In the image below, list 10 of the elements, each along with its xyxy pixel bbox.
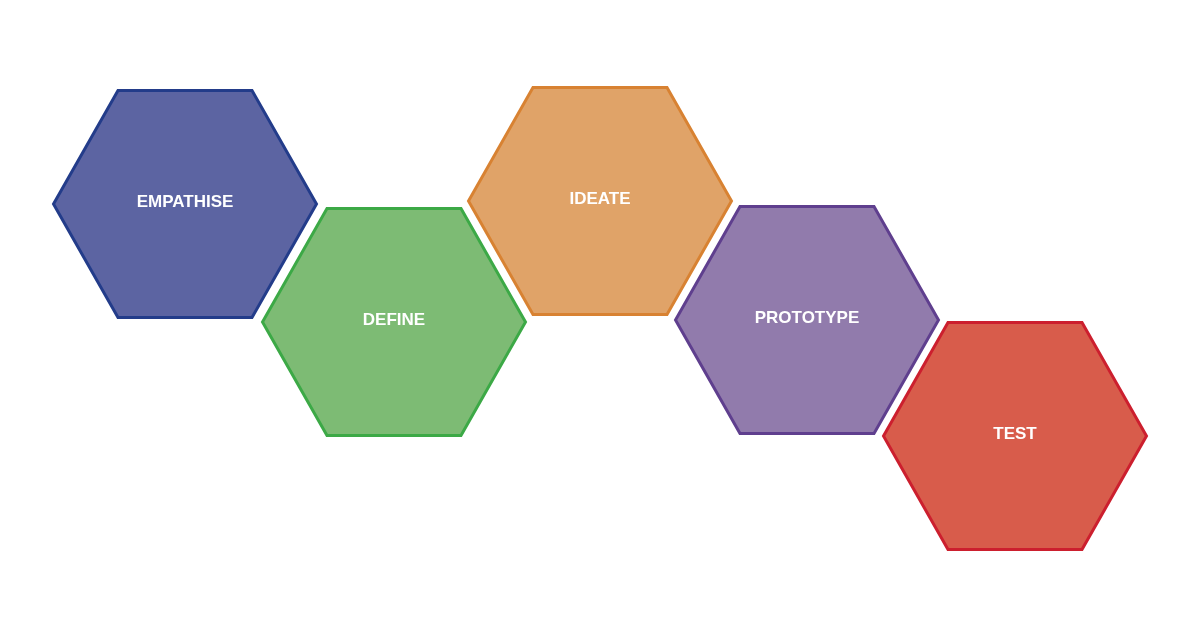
stage-label: TEST — [993, 424, 1037, 444]
hexagon-shape — [882, 321, 1148, 551]
hexagon-shape — [261, 207, 527, 437]
stage-label: IDEATE — [569, 189, 631, 209]
stage-label: DEFINE — [362, 310, 426, 330]
stage-label: EMPATHISE — [136, 192, 234, 212]
hexagon-shape — [467, 86, 733, 316]
stage-label: PROTOTYPE — [754, 308, 860, 328]
hexagon-shape — [674, 205, 940, 435]
hexagon-shape — [52, 89, 318, 319]
